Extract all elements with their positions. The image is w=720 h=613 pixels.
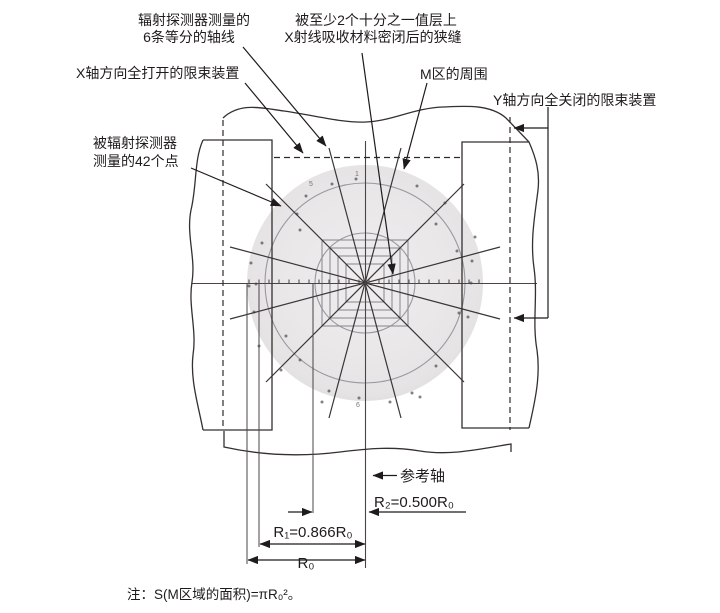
- label-m-region: M区的周围: [420, 66, 488, 82]
- label-42-points-line1: 被辐射探测器: [93, 135, 177, 151]
- disk-speck: [466, 315, 470, 319]
- disk-speck: [284, 334, 288, 338]
- collimator-blade-left: [203, 139, 273, 431]
- disk-speck: [279, 368, 283, 372]
- collimator-blade-right: [461, 141, 529, 429]
- rim-mark-top: 1: [355, 171, 359, 178]
- measurement-points: [247, 177, 477, 404]
- disk-speck: [434, 222, 438, 226]
- disk-speck: [298, 358, 302, 362]
- label-x-collimator: X轴方向全打开的限束装置: [76, 65, 239, 81]
- disk-speck: [320, 400, 324, 404]
- disk-speck: [418, 395, 422, 399]
- left-break-edge: [188, 139, 204, 431]
- label-six-axes-line2: 6条等分的轴线: [143, 29, 235, 45]
- disk-speck: [327, 389, 331, 393]
- disk-speck: [330, 182, 334, 186]
- pointer-42-points: [190, 167, 282, 207]
- disk-speck: [455, 249, 459, 253]
- note-area-formula: 注：S(M区域的面积)=πR₀²。: [127, 587, 301, 602]
- disk-speck: [415, 184, 419, 188]
- rim-mark-left: 5: [309, 181, 313, 188]
- bottom-break-edge: [223, 431, 512, 456]
- x-collimator-plate-outline: [222, 105, 540, 429]
- x-axis-ticks: [248, 279, 480, 284]
- disk-speck: [473, 235, 477, 239]
- rim-mark-bottom: 6: [356, 402, 360, 409]
- disk-speck: [457, 311, 461, 315]
- label-six-axes-line1: 辐射探测器测量的: [138, 12, 250, 28]
- label-slit-line1: 被至少2个十分之一值层上: [295, 12, 457, 28]
- disk-speck: [249, 261, 253, 265]
- pointer-x-collimator: [244, 82, 304, 154]
- label-42-points-line2: 测量的42个点: [93, 153, 179, 169]
- disk-speck: [247, 284, 251, 288]
- label-slit-line2: X射线吸收材料密闭后的狭缝: [284, 29, 461, 45]
- label-reference-axis: 参考轴: [400, 468, 445, 485]
- disk-speck: [434, 364, 438, 368]
- disk-speck: [470, 259, 474, 263]
- dim-r0: R₀: [297, 555, 314, 572]
- dim-r1: R₁=0.866R₀: [273, 524, 352, 541]
- disk-speck: [260, 241, 264, 245]
- label-y-collimator: Y轴方向全关闭的限束装置: [493, 92, 656, 108]
- pointer-slit: [361, 52, 396, 275]
- disk-speck: [304, 194, 308, 198]
- pointer-six-axes: [242, 46, 327, 147]
- disk-speck: [388, 400, 392, 404]
- disk-speck: [354, 177, 358, 181]
- dim-r2: R₂=0.500R₀: [374, 494, 454, 511]
- disk-speck: [357, 396, 361, 400]
- pointer-m-region: [402, 82, 428, 170]
- disk-speck: [298, 228, 302, 232]
- disk-speck: [410, 391, 414, 395]
